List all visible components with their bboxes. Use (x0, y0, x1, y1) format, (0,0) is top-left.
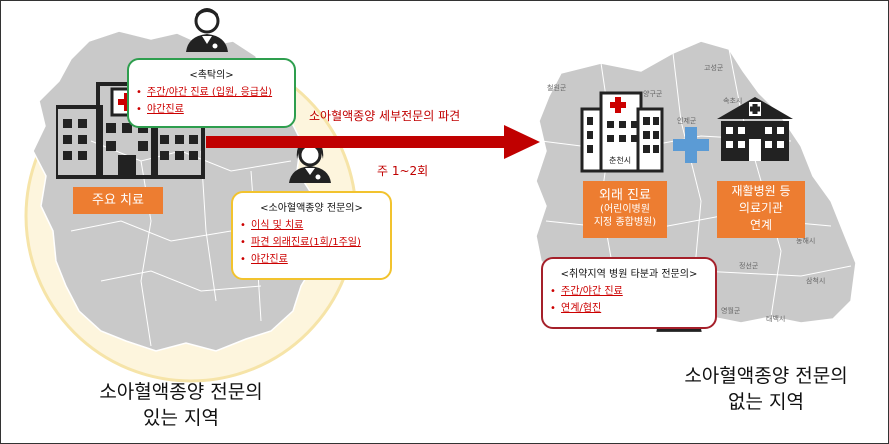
right-region-caption: 소아혈액종양 전문의 없는 지역 (646, 363, 886, 415)
right-caption-line1: 소아혈액종양 전문의 (684, 365, 848, 387)
left-caption-line1: 소아혈액종양 전문의 (99, 381, 263, 403)
regional-hospital-icon (580, 91, 664, 173)
specialist-item-2: 파견 외래진료(1회/1주일) (240, 234, 390, 251)
map-label-cheorwon: 철원군 (547, 84, 567, 92)
map-label-taebaek: 태백시 (766, 315, 786, 323)
left-region-caption: 소아혈액종양 전문의 있는 지역 (61, 379, 301, 431)
main-treatment-button: 주요 치료 (73, 187, 163, 214)
map-label-jeongseon: 정선군 (739, 262, 759, 270)
vulnerable-box-list: 주간/야간 진료 연계/협진 (543, 283, 715, 317)
outpatient-sub2: 지정 종합병원) (593, 217, 657, 228)
map-label-samcheok: 삼척시 (806, 277, 826, 285)
specialist-item-3: 야간진료 (240, 251, 390, 268)
clinic-building-icon (717, 97, 793, 161)
commissioned-box-list: 주간/야간 진료 (입원, 응급실) 야간진료 (129, 84, 294, 118)
vulnerable-item-2: 연계/협진 (550, 300, 715, 317)
specialist-box-title: <소아혈액종양 전문의> (260, 203, 363, 214)
left-caption-line2: 있는 지역 (143, 407, 219, 429)
specialist-box-list: 이식 및 치료 파견 외래진료(1회/1주일) 야간진료 (233, 217, 390, 268)
commissioned-doctor-icon (186, 8, 228, 52)
map-label-goseong: 고성군 (704, 64, 724, 72)
commissioned-item-1: 주간/야간 진료 (입원, 응급실) (136, 84, 294, 101)
specialist-item-1: 이식 및 치료 (240, 217, 390, 234)
plus-icon (673, 127, 709, 163)
vulnerable-item-1: 주간/야간 진료 (550, 283, 715, 300)
right-caption-line2: 없는 지역 (728, 391, 804, 413)
outpatient-title: 외래 진료 (599, 188, 651, 203)
specialist-box: <소아혈액종양 전문의> 이식 및 치료 파견 외래진료(1회/1주일) 야간진… (231, 191, 392, 280)
rehab-line1: 재활병원 등 (731, 184, 791, 198)
map-label-yanggu: 양구군 (643, 90, 663, 98)
outpatient-button: 외래 진료 (어린이병원 지정 종합병원) (583, 181, 667, 238)
dispatch-arrow (206, 125, 540, 159)
commissioned-item-2: 야간진료 (136, 101, 294, 118)
map-label-inje: 인제군 (677, 117, 697, 125)
vulnerable-area-box: <취약지역 병원 타분과 전문의> 주간/야간 진료 연계/협진 (541, 257, 717, 329)
outpatient-sub1: (어린이병원 (600, 204, 650, 215)
rehab-line2: 의료기관 (738, 201, 784, 215)
vulnerable-box-title: <취약지역 병원 타분과 전문의> (560, 269, 698, 280)
hospital-city-label: 춘천시 (609, 155, 632, 166)
arrow-label: 소아혈액종양 세부전문의 파견 (309, 109, 461, 123)
rehab-link-button: 재활병원 등 의료기관 연계 (717, 181, 805, 238)
commissioned-box-title: <촉탁의> (189, 70, 234, 81)
arrow-frequency: 주 1~2회 (377, 164, 429, 178)
map-label-donghae: 동해시 (796, 237, 816, 245)
map-label-sokcho: 속초시 (723, 97, 743, 105)
map-label-yeongwol: 영월군 (721, 307, 741, 315)
rehab-line3: 연계 (749, 218, 773, 232)
commissioned-box: <촉탁의> 주간/야간 진료 (입원, 응급실) 야간진료 (127, 58, 296, 128)
